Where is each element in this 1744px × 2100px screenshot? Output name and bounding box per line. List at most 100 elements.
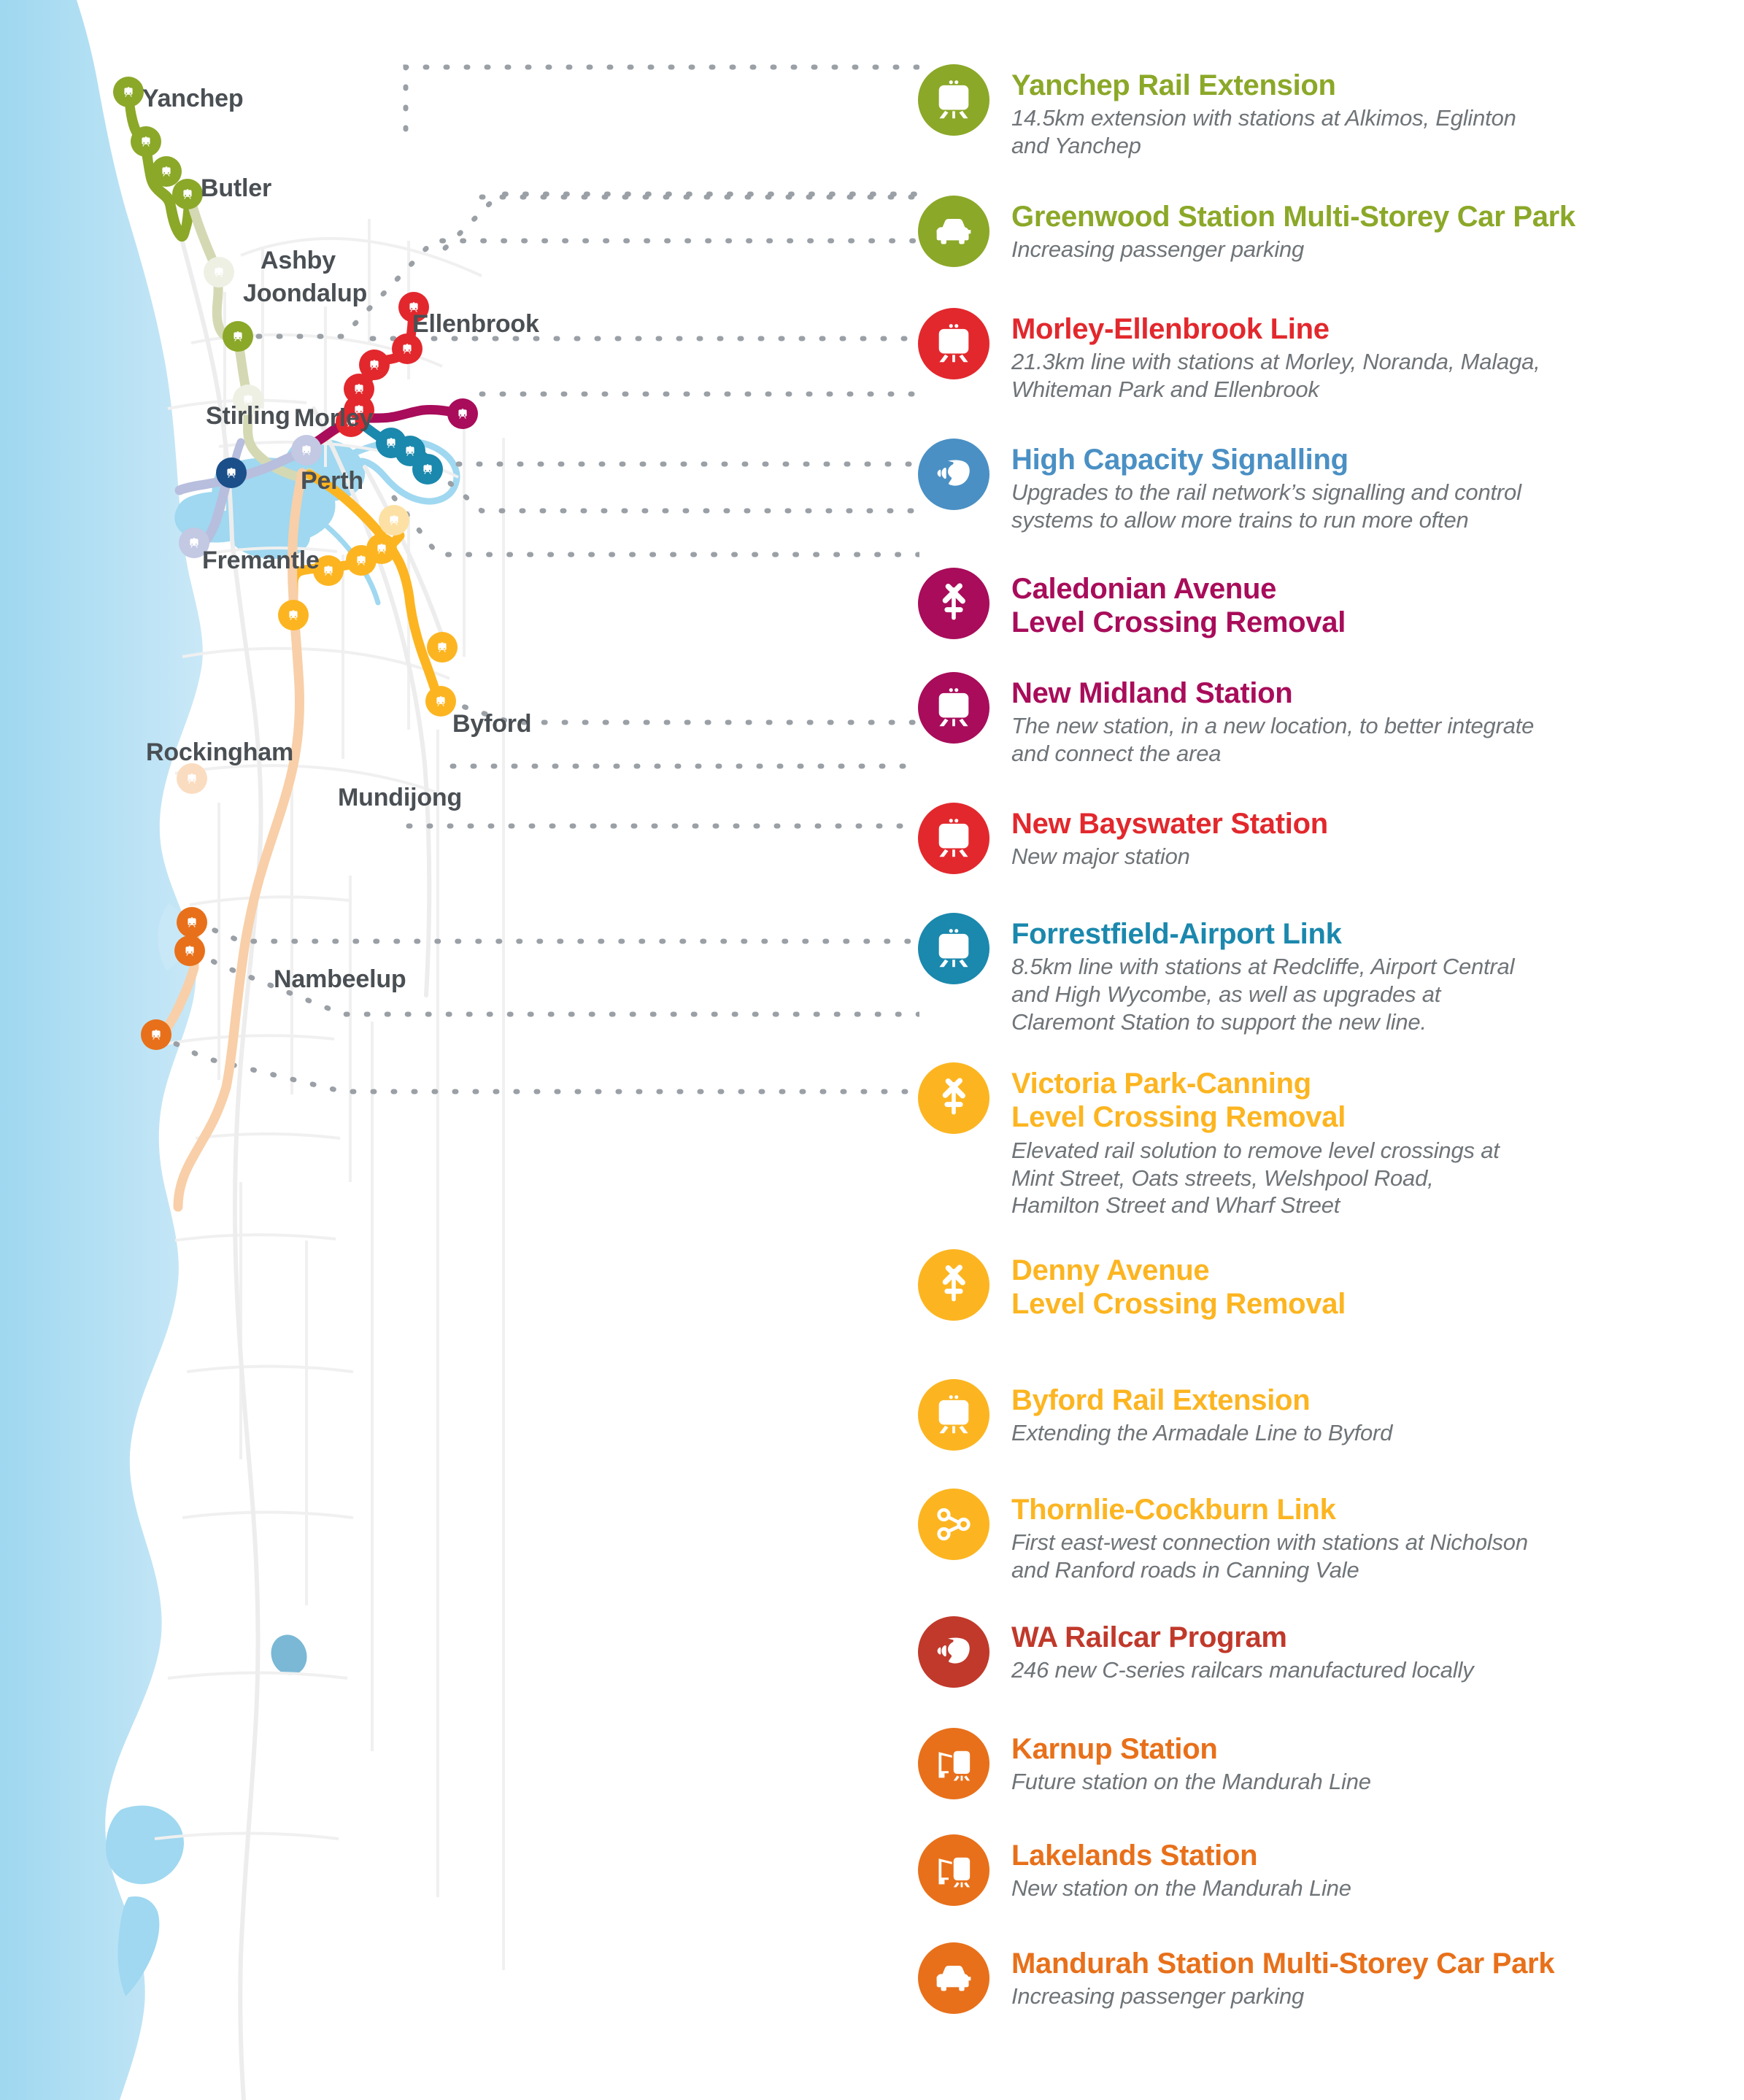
legend-description: The new station, in a new location, to b… bbox=[1011, 713, 1535, 767]
legend-description: New major station bbox=[1011, 844, 1190, 870]
place-label-fremantle: Fremantle bbox=[202, 547, 320, 574]
place-label-ellenbrook: Ellenbrook bbox=[412, 310, 539, 338]
rail-line-mandurah-existing bbox=[221, 468, 307, 1092]
map-graphic bbox=[0, 0, 919, 2100]
legend-text: Denny Avenue Level Crossing Removal bbox=[1011, 1249, 1346, 1324]
legend-item[interactable]: Caledonian Avenue Level Crossing Removal bbox=[918, 568, 1744, 642]
legend-title: Forrestfield-Airport Link bbox=[1011, 918, 1342, 950]
station-train-glyphs bbox=[124, 87, 467, 1040]
train-angled-icon bbox=[918, 1616, 989, 1688]
legend-text: WA Railcar Program 246 new C-series railc… bbox=[1011, 1616, 1474, 1684]
legend-title: Caledonian Avenue Level Crossing Removal bbox=[1011, 573, 1346, 639]
train-front-icon bbox=[918, 308, 989, 379]
leader-karnup bbox=[193, 919, 919, 944]
legend-description: Future station on the Mandurah Line bbox=[1011, 1769, 1371, 1795]
train-front-icon bbox=[918, 64, 989, 136]
legend-title: Greenwood Station Multi-Storey Car Park bbox=[1011, 201, 1575, 233]
legend-title: Yanchep Rail Extension bbox=[1011, 69, 1336, 101]
legend-text: Victoria Park-Canning Level Crossing Rem… bbox=[1011, 1062, 1500, 1219]
legend-item[interactable]: WA Railcar Program 246 new C-series railc… bbox=[918, 1616, 1744, 1688]
leader-yanchep bbox=[403, 64, 919, 132]
legend-text: Caledonian Avenue Level Crossing Removal bbox=[1011, 568, 1346, 642]
legend-item[interactable]: Denny Avenue Level Crossing Removal bbox=[918, 1249, 1744, 1324]
legend-description: New station on the Mandurah Line bbox=[1011, 1875, 1351, 1902]
legend-description: 246 new C-series railcars manufactured l… bbox=[1011, 1657, 1474, 1683]
legend-title: New Bayswater Station bbox=[1011, 808, 1328, 840]
legend-title: Mandurah Station Multi-Storey Car Park bbox=[1011, 1947, 1555, 1980]
car-front-icon bbox=[918, 196, 989, 267]
car-front-icon bbox=[918, 1942, 989, 2014]
inland-lake bbox=[271, 1634, 307, 1675]
legend-title: Lakelands Station bbox=[1011, 1840, 1258, 1872]
place-label-ashby: Ashby bbox=[261, 247, 336, 274]
legend-description: 8.5km line with stations at Redcliffe, A… bbox=[1011, 954, 1515, 1035]
train-front-icon bbox=[918, 672, 989, 744]
legend-title: Thornlie-Cockburn Link bbox=[1011, 1494, 1336, 1526]
legend-item[interactable]: Victoria Park-Canning Level Crossing Rem… bbox=[918, 1062, 1744, 1219]
train-front-icon bbox=[918, 803, 989, 874]
road-network bbox=[174, 217, 443, 2100]
rail-line-mandurah-existing-2 bbox=[173, 1082, 231, 1212]
peel-inlet bbox=[105, 1805, 184, 1885]
legend-title: WA Railcar Program bbox=[1011, 1621, 1287, 1653]
legend-title: Byford Rail Extension bbox=[1011, 1384, 1311, 1416]
place-label-morley: Morley bbox=[294, 404, 374, 432]
legend-title: Morley-Ellenbrook Line bbox=[1011, 313, 1330, 345]
legend-text: Morley-Ellenbrook Line 21.3km line with s… bbox=[1011, 308, 1540, 404]
legend-description: 21.3km line with stations at Morley, Nor… bbox=[1011, 349, 1540, 403]
ocean-area bbox=[0, 0, 203, 2100]
place-label-stirling: Stirling bbox=[206, 402, 290, 430]
network-node-icon bbox=[918, 1489, 989, 1560]
leader-lines bbox=[155, 64, 919, 1095]
station-platform-icon bbox=[918, 1834, 989, 1906]
place-label-butler: Butler bbox=[201, 174, 272, 202]
rail-line-armadale-byford bbox=[304, 469, 444, 709]
train-front-icon bbox=[918, 913, 989, 984]
legend-title: Karnup Station bbox=[1011, 1733, 1218, 1765]
legend-item[interactable]: Forrestfield-Airport Link 8.5km line with… bbox=[918, 913, 1744, 1036]
place-label-joondalup: Joondalup bbox=[243, 279, 368, 307]
level-crossing-icon bbox=[918, 568, 989, 639]
rail-line-midland bbox=[301, 405, 465, 453]
legend-title: Denny Avenue Level Crossing Removal bbox=[1011, 1254, 1346, 1321]
station-platform-icon bbox=[918, 1728, 989, 1799]
legend-title: Victoria Park-Canning Level Crossing Rem… bbox=[1011, 1068, 1346, 1134]
train-front-icon bbox=[918, 1379, 989, 1451]
legend-description: Increasing passenger parking bbox=[1011, 236, 1305, 263]
legend-description: Extending the Armadale Line to Byford bbox=[1011, 1420, 1393, 1446]
place-label-mundijong: Mundijong bbox=[338, 784, 463, 811]
legend-title: New Midland Station bbox=[1011, 677, 1293, 709]
legend-item[interactable]: Morley-Ellenbrook Line 21.3km line with s… bbox=[918, 308, 1744, 404]
place-label-rockingham: Rockingham bbox=[146, 738, 294, 766]
level-crossing-icon bbox=[918, 1249, 989, 1321]
place-label-perth: Perth bbox=[301, 467, 363, 495]
train-angled-icon bbox=[918, 439, 989, 510]
place-label-nambeelup: Nambeelup bbox=[274, 965, 406, 993]
leader-denny bbox=[442, 698, 919, 725]
legend-description: Increasing passenger parking bbox=[1011, 1983, 1305, 2010]
place-label-byford: Byford bbox=[452, 710, 532, 738]
harvey-estuary bbox=[117, 1896, 160, 1996]
